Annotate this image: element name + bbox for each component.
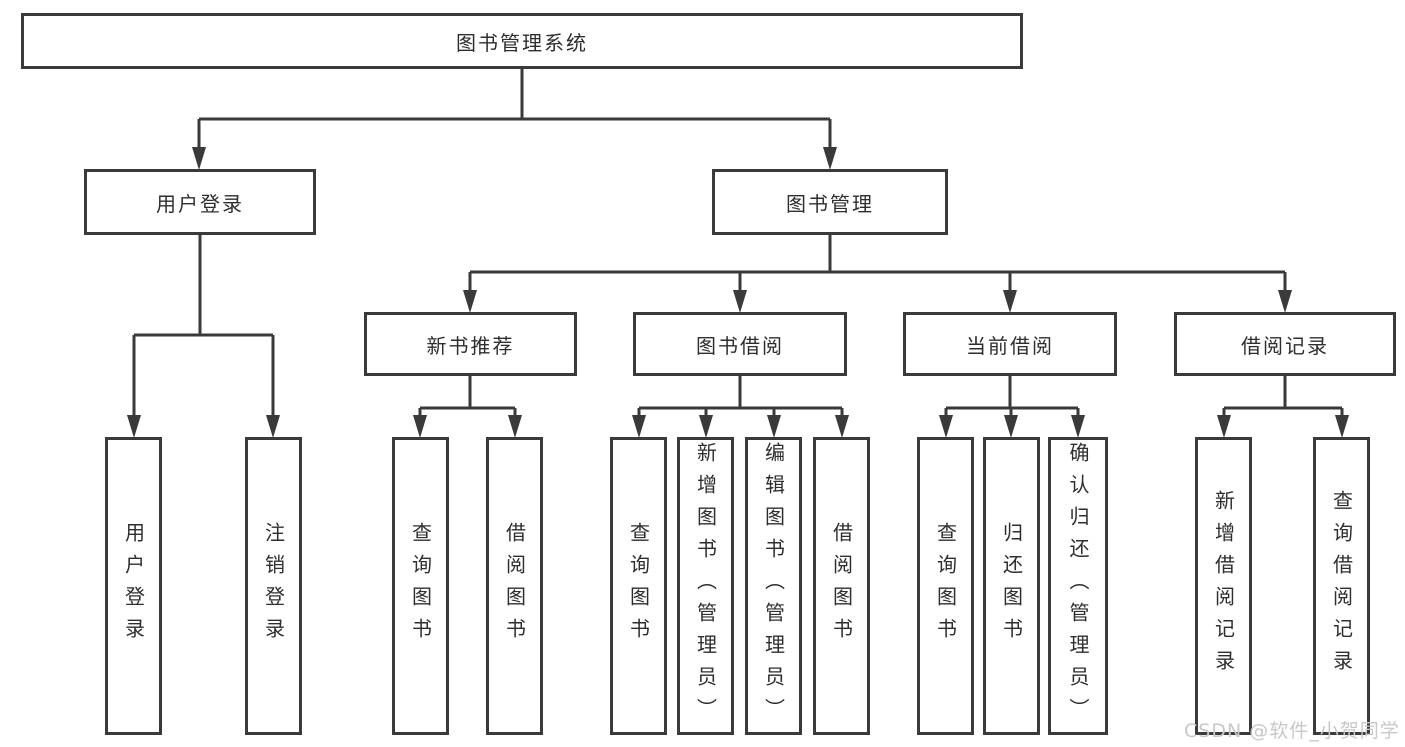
leaf-records-add-record: 新增借阅记录: [1195, 437, 1252, 735]
leaf-recommend-query-books: 查询图书: [392, 437, 449, 735]
leaf-recommend-borrow-books: 借阅图书: [486, 437, 543, 735]
arrow-icon: [1004, 415, 1018, 438]
leaf-current-return-books: 归还图书: [983, 437, 1040, 735]
arrow-icon: [1217, 415, 1231, 438]
node-new-book-recommend: 新书推荐: [364, 312, 577, 376]
leaf-borrow-borrow-books: 借阅图书: [813, 437, 870, 735]
arrow-icon: [266, 415, 280, 438]
node-book-management: 图书管理: [712, 169, 948, 235]
arrow-icon: [1278, 290, 1292, 313]
arrow-icon: [1335, 415, 1349, 438]
leaf-current-query-books: 查询图书: [917, 437, 974, 735]
arrow-icon: [823, 147, 837, 170]
leaf-current-confirm-return-admin: 确认归还（管理员）: [1048, 437, 1108, 735]
arrow-icon: [632, 415, 646, 438]
arrow-icon: [127, 415, 141, 438]
leaf-borrow-edit-books-admin: 编辑图书（管理员）: [745, 437, 802, 735]
csdn-watermark: CSDN @软件_小贺同学: [1184, 720, 1400, 742]
node-current-borrow: 当前借阅: [903, 312, 1117, 376]
leaf-logout: 注销登录: [245, 437, 302, 735]
arrow-icon: [192, 147, 206, 170]
arrow-icon: [463, 290, 477, 313]
leaf-user-login: 用户登录: [105, 437, 162, 735]
node-book-borrow: 图书借阅: [633, 312, 847, 376]
arrow-icon: [413, 415, 427, 438]
arrow-icon: [508, 415, 522, 438]
arrow-icon: [733, 290, 747, 313]
arrow-icon: [1071, 415, 1085, 438]
arrow-icon: [699, 415, 713, 438]
arrow-icon: [1003, 290, 1017, 313]
arrow-icon: [939, 415, 953, 438]
leaf-borrow-query-books: 查询图书: [610, 437, 667, 735]
leaf-records-query-record: 查询借阅记录: [1313, 437, 1370, 735]
arrow-icon: [835, 415, 849, 438]
arrow-icon: [767, 415, 781, 438]
node-borrow-records: 借阅记录: [1174, 312, 1396, 376]
node-library-system: 图书管理系统: [21, 13, 1023, 69]
node-user-login: 用户登录: [84, 169, 316, 235]
leaf-borrow-add-books-admin: 新增图书（管理员）: [677, 437, 734, 735]
